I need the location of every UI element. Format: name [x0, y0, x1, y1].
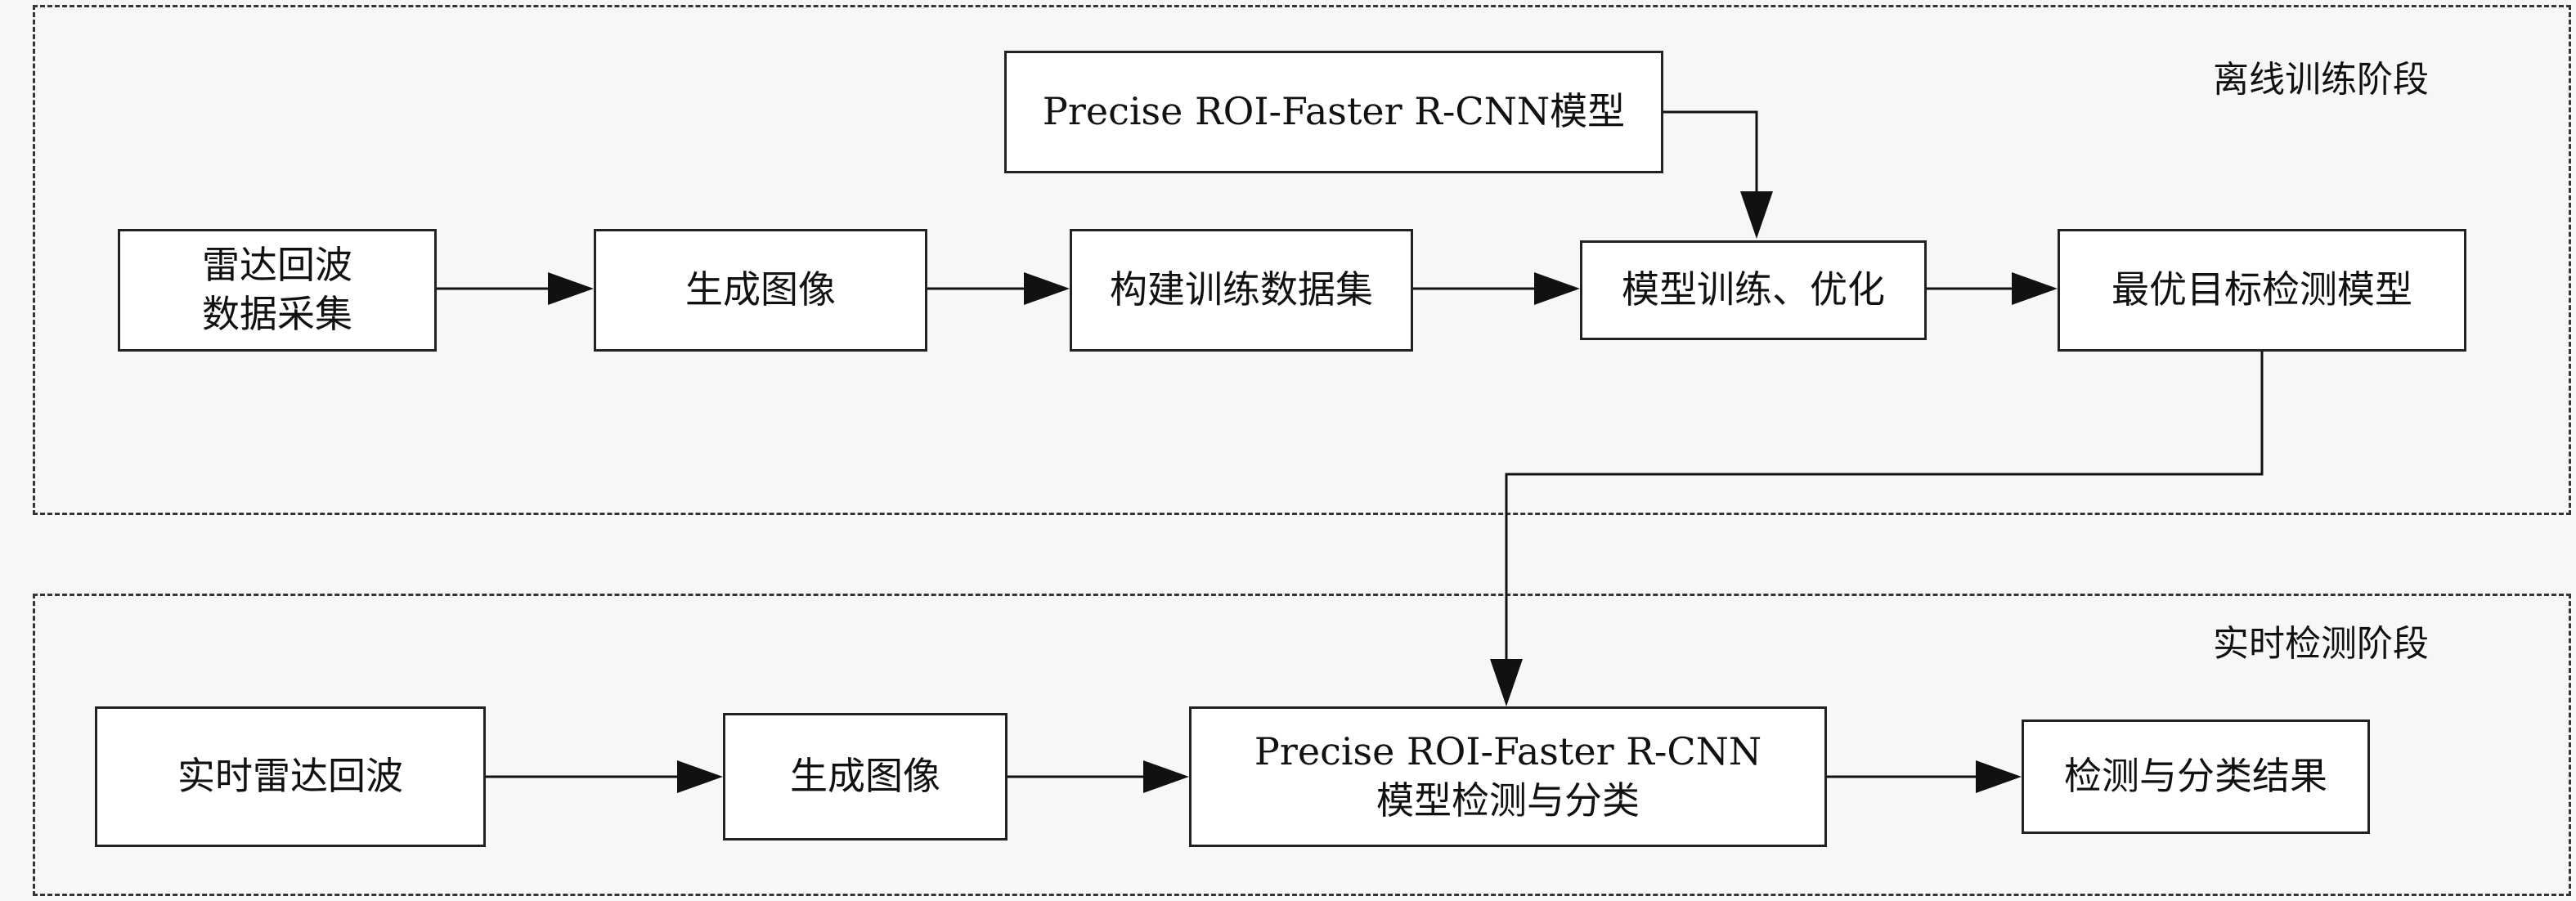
arrowhead-best-to-realtime-detect: [1490, 659, 1523, 706]
detection-model-line-2: 模型检测与分类: [1376, 778, 1640, 823]
arrow-precise-to-train: [1662, 110, 1758, 191]
generate-image-node: 生成图像: [594, 229, 927, 352]
radar-echo-collection-node: 雷达回波 数据采集: [118, 229, 437, 352]
model-training-node: 模型训练、优化: [1580, 240, 1927, 340]
realtime-stage-label: 实时检测阶段: [2213, 623, 2429, 665]
detection-result-node: 检测与分类结果: [2022, 719, 2370, 834]
best-detection-model-label: 最优目标检测模型: [2112, 267, 2412, 312]
build-dataset-label: 构建训练数据集: [1110, 267, 1373, 312]
model-training-label: 模型训练、优化: [1622, 267, 1885, 312]
arrowhead-dataset-to-train: [1534, 272, 1580, 305]
arrowhead-radar-to-image: [548, 272, 594, 305]
best-detection-model-node: 最优目标检测模型: [2058, 229, 2466, 352]
offline-training-stage: [33, 5, 2571, 515]
realtime-generate-image-label: 生成图像: [790, 754, 940, 799]
arrow-best-to-realtime-detect: [1505, 350, 2264, 661]
arrowhead-precise-to-train: [1740, 191, 1773, 239]
arrowhead-image-to-detect: [1143, 760, 1189, 793]
realtime-radar-echo-node: 实时雷达回波: [95, 706, 486, 847]
realtime-generate-image-node: 生成图像: [723, 713, 1008, 840]
arrowhead-image-to-dataset: [1024, 272, 1070, 305]
offline-stage-label: 离线训练阶段: [2213, 59, 2429, 101]
detection-result-label: 检测与分类结果: [2064, 754, 2327, 799]
detection-classification-model-node: Precise ROI-Faster R-CNN 模型检测与分类: [1189, 706, 1827, 847]
radar-echo-line-2: 数据采集: [202, 292, 352, 336]
arrowhead-detect-to-result: [1976, 760, 2022, 793]
arrowhead-realtime-echo-to-image: [677, 760, 723, 793]
arrowhead-train-to-best: [2012, 272, 2058, 305]
precise-roi-model-label: Precise ROI-Faster R-CNN模型: [1042, 89, 1626, 134]
generate-image-label: 生成图像: [685, 267, 836, 312]
detection-model-line-1: Precise ROI-Faster R-CNN: [1254, 729, 1762, 774]
radar-echo-line-1: 雷达回波: [202, 243, 352, 288]
realtime-detection-stage: [33, 594, 2571, 896]
precise-roi-model-node: Precise ROI-Faster R-CNN模型: [1004, 51, 1663, 173]
realtime-radar-echo-label: 实时雷达回波: [177, 754, 403, 799]
build-dataset-node: 构建训练数据集: [1070, 229, 1413, 352]
